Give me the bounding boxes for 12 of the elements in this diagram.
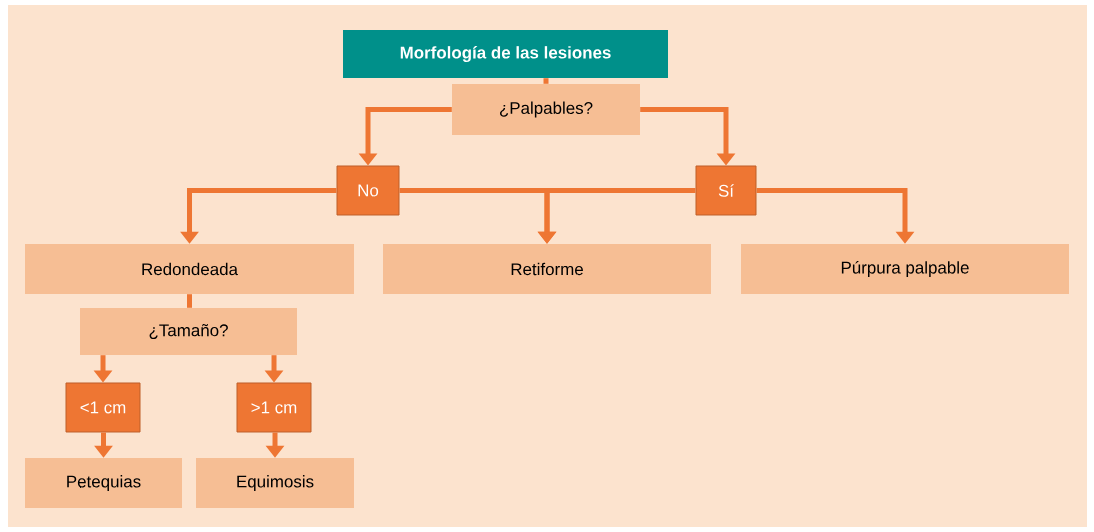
question-box: ¿Tamaño?: [80, 308, 297, 355]
result-box: Redondeada: [25, 244, 354, 294]
result-box: Equimosis: [196, 458, 354, 508]
answer-box: No: [336, 165, 400, 216]
result-box: Retiforme: [383, 244, 711, 294]
question-box: ¿Palpables?: [452, 84, 640, 135]
heading-box: Morfología de las lesiones: [343, 30, 668, 78]
result-box: Petequias: [25, 458, 182, 508]
answer-box: <1 cm: [65, 382, 141, 433]
result-box: Púrpura palpable: [741, 244, 1069, 294]
answer-box: >1 cm: [236, 382, 312, 433]
answer-box: Sí: [695, 165, 757, 216]
